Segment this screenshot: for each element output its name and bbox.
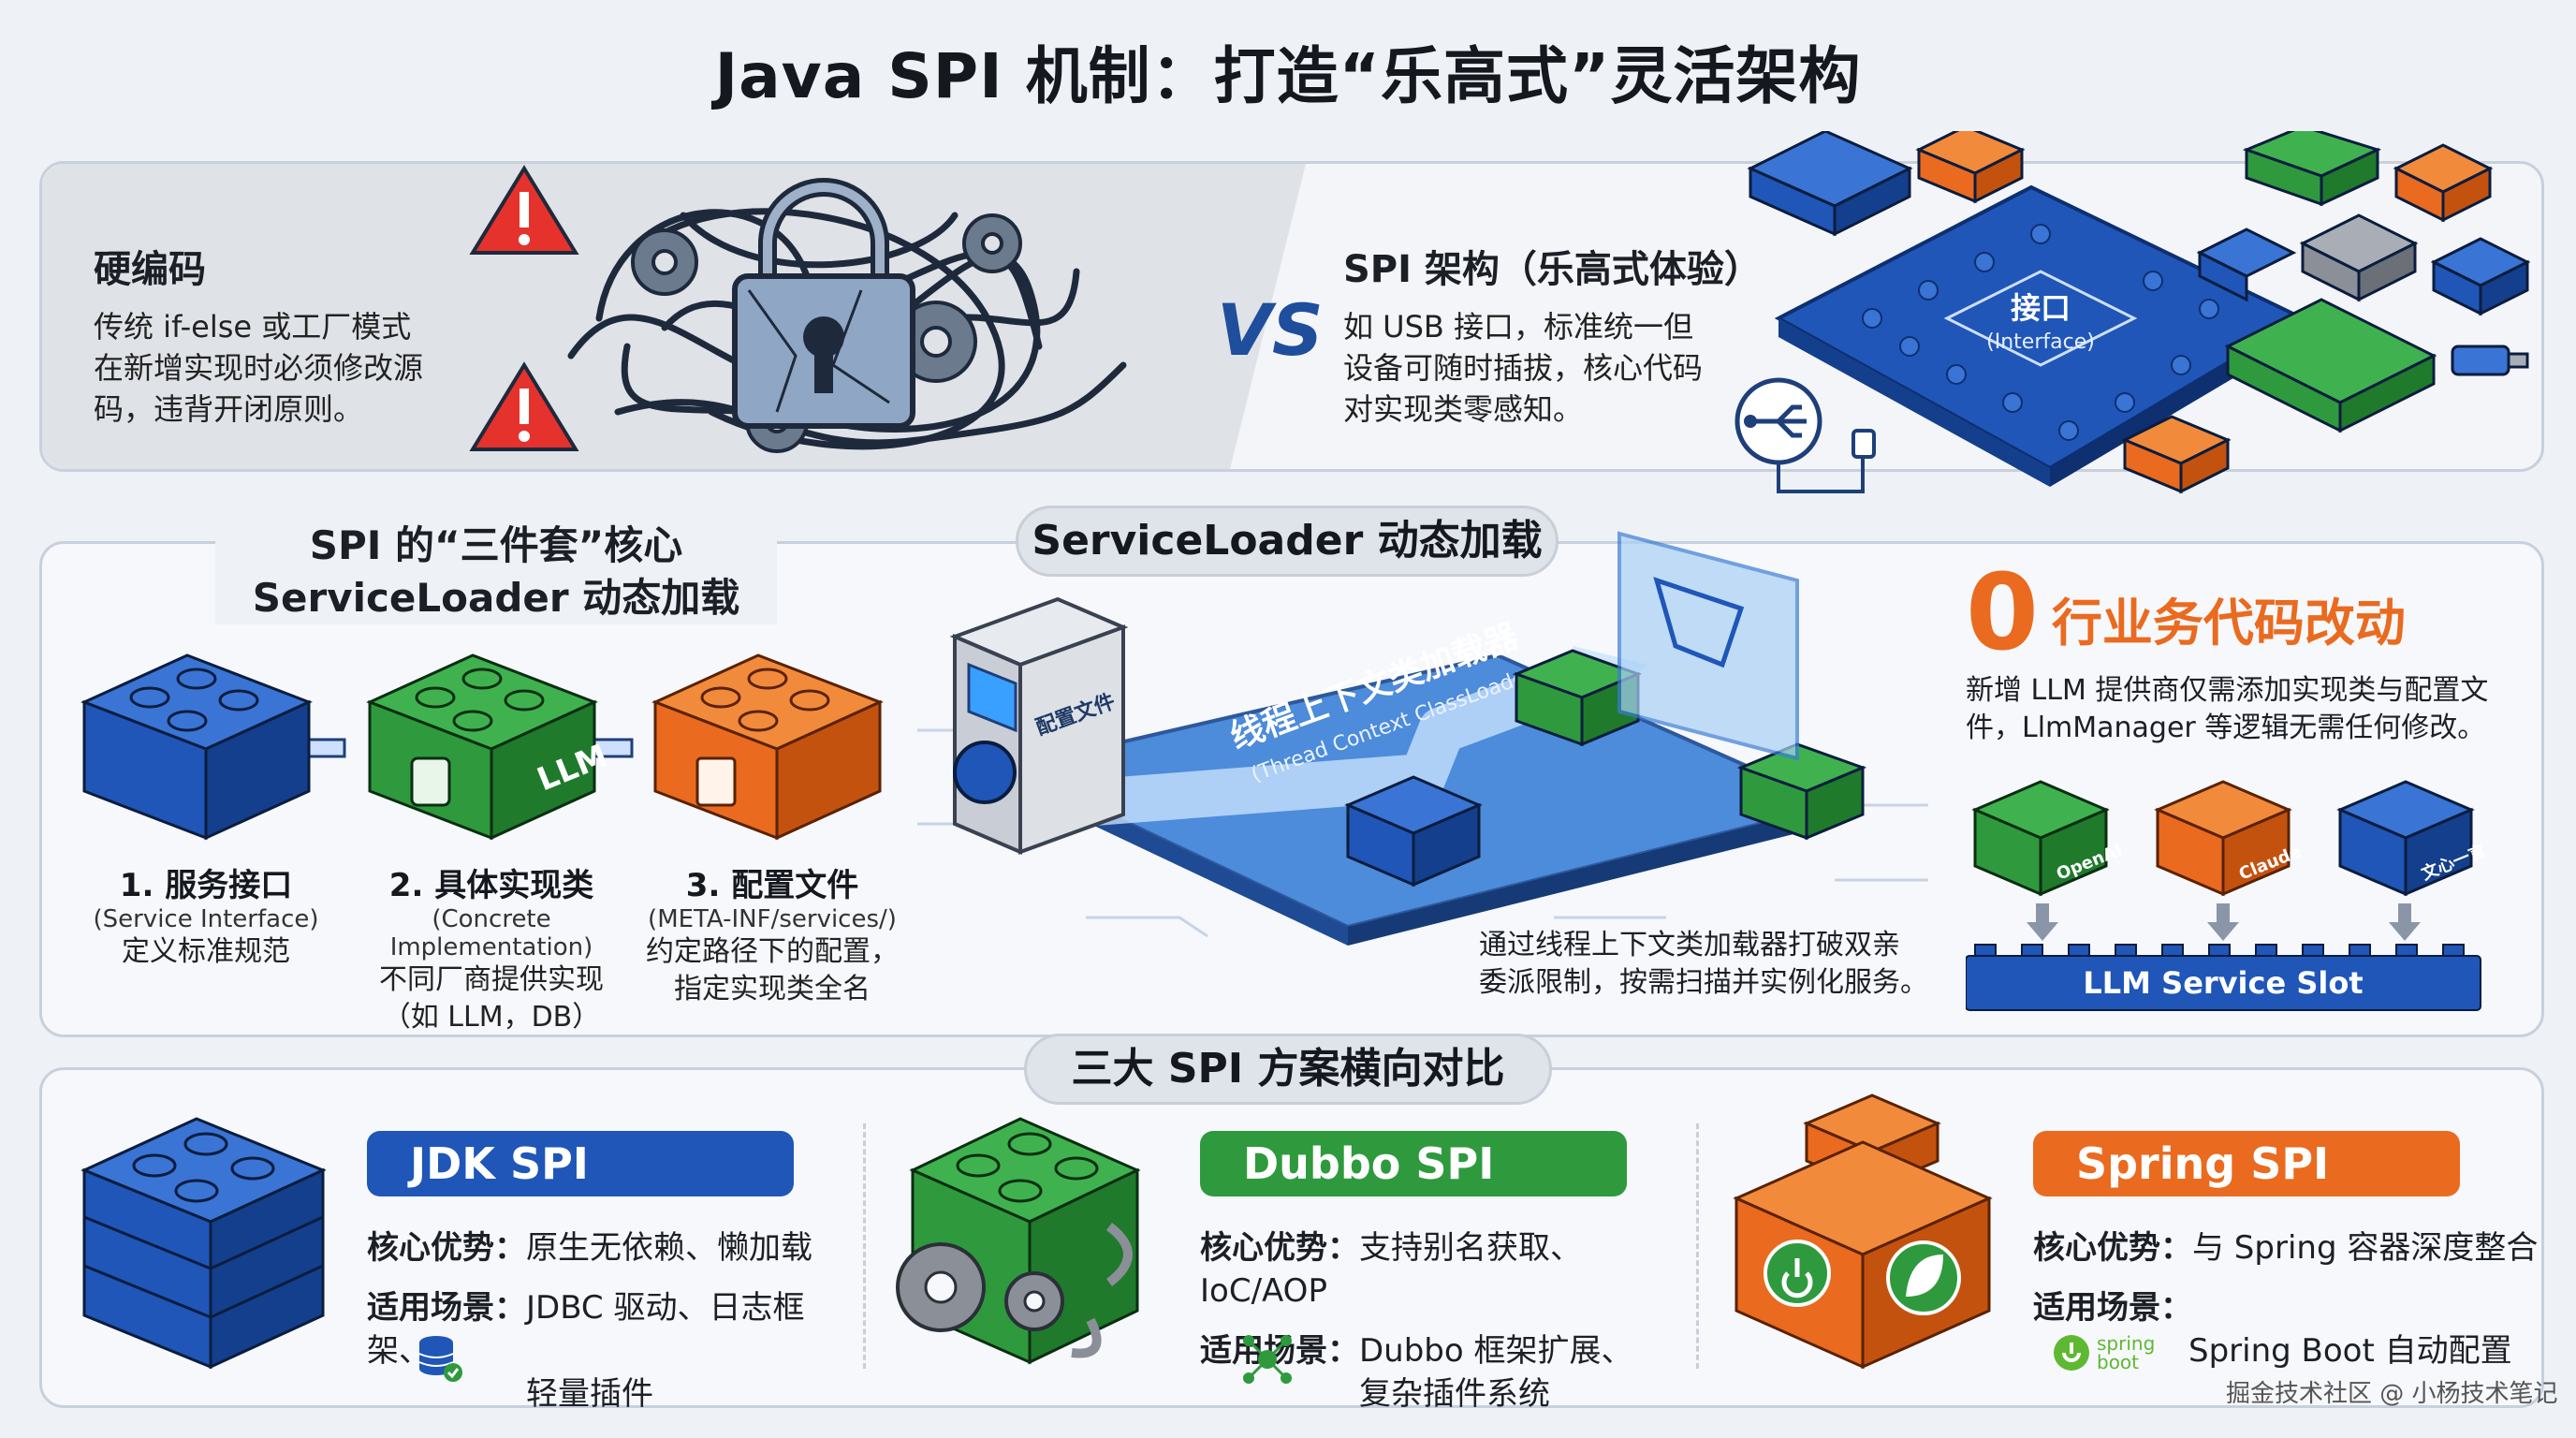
spi-architecture-line: 设备可随时插拔，核心代码 bbox=[1343, 350, 1704, 386]
stage-caption-config: 3. 配置文件 (META-INF/services/) 约定路径下的配置， 指… bbox=[637, 859, 908, 1008]
zero-number: 0 bbox=[1966, 552, 2039, 674]
spi-architecture-heading: SPI 架构（乐高式体验） bbox=[1343, 248, 1762, 291]
vs-label: VS bbox=[1217, 288, 1324, 372]
scene-value: 轻量插件 bbox=[526, 1375, 653, 1413]
spi-core-title-line: SPI 的“三件套”核心 bbox=[309, 522, 683, 568]
card-divider bbox=[863, 1123, 866, 1369]
spi-core-title-line: ServiceLoader 动态加载 bbox=[252, 575, 740, 621]
spi-architecture-line: 如 USB 接口，标准统一但 bbox=[1343, 309, 1694, 345]
dubbo-spi-details: 核心优势：支持别名获取、IoC/AOP 适用场景：Dubbo 框架扩展、 复杂插… bbox=[1200, 1226, 1687, 1416]
classloader-desc-line: 通过线程上下文类加载器打破双亲 bbox=[1479, 929, 1900, 961]
dubbo-gear-block-icon bbox=[896, 1117, 1141, 1365]
dubbo-spi-header: Dubbo SPI bbox=[1200, 1131, 1627, 1196]
scene-value: Dubbo 框架扩展、 bbox=[1359, 1332, 1633, 1370]
hard-coding-heading: 硬编码 bbox=[94, 248, 206, 291]
card-divider bbox=[1696, 1123, 1699, 1369]
stage-description: 约定路径下的配置， bbox=[646, 935, 899, 968]
network-nodes-icon bbox=[1243, 1335, 1292, 1384]
comparison-pill: 三大 SPI 方案横向对比 bbox=[1024, 1034, 1552, 1105]
spi-core-title: SPI 的“三件套”核心 ServiceLoader 动态加载 bbox=[215, 520, 777, 624]
stage-subtitle: (Service Interface) bbox=[93, 905, 319, 933]
scene-label: 适用场景： bbox=[2033, 1289, 2192, 1327]
scene-label: 适用场景： bbox=[367, 1289, 526, 1327]
zero-change-block: 0 行业务代码改动 新增 LLM 提供商仅需添加实现类与配置文 件，LlmMan… bbox=[1966, 552, 2527, 747]
stage-description: （如 LLM，DB） bbox=[382, 1001, 601, 1034]
advantage-label: 核心优势： bbox=[367, 1229, 526, 1267]
stage-subtitle: (Concrete Implementation) bbox=[389, 905, 593, 961]
spi-architecture-section: SPI 架构（乐高式体验） 如 USB 接口，标准统一但 设备可随时插拔，核心代… bbox=[1343, 239, 1793, 430]
three-piece-blocks: LLM bbox=[80, 653, 884, 841]
tangled-padlock-illustration bbox=[469, 165, 1127, 453]
spring-brick-stack-icon bbox=[1733, 1093, 1993, 1370]
stage-subtitle: (META-INF/services/) bbox=[648, 905, 897, 933]
spi-architecture-line: 对实现类零感知。 bbox=[1343, 391, 1584, 427]
hard-coding-line: 在新增实现时必须修改源 bbox=[94, 350, 424, 386]
advantage-label: 核心优势： bbox=[2033, 1229, 2192, 1267]
database-icon bbox=[418, 1336, 462, 1382]
jdk-brick-stack-icon bbox=[80, 1117, 327, 1370]
spring-spi-details: 核心优势：与 Spring 容器深度整合 适用场景： Spring Boot 自… bbox=[2033, 1226, 2539, 1372]
stage-title: 3. 配置文件 bbox=[685, 867, 859, 904]
hard-coding-section: 硬编码 传统 if-else 或工厂模式 在新增实现时必须修改源 码，违背开闭原… bbox=[94, 239, 505, 430]
hard-coding-line: 传统 if-else 或工厂模式 bbox=[94, 309, 412, 345]
advantage-value: 与 Spring 容器深度整合 bbox=[2192, 1229, 2539, 1267]
board-label: 接口 bbox=[2011, 290, 2071, 326]
watermark: 掘金技术社区 @ 小杨技术笔记 bbox=[2226, 1380, 2558, 1408]
bottom-panel bbox=[39, 1067, 2544, 1408]
hard-coding-line: 码，违背开闭原则。 bbox=[94, 391, 364, 427]
zero-desc-line: 新增 LLM 提供商仅需添加实现类与配置文 bbox=[1966, 674, 2489, 707]
llm-provider-slot-illustration: OpenAI Claude 文心一言 LLM Service Slot bbox=[1966, 780, 2489, 1011]
zero-desc-line: 件，LlmManager 等逻辑无需任何修改。 bbox=[1966, 712, 2486, 744]
classloader-description: 通过线程上下文类加载器打破双亲 委派限制，按需扫描并实例化服务。 bbox=[1479, 927, 1966, 1002]
advantage-label: 核心优势： bbox=[1200, 1229, 1359, 1267]
stage-title: 2. 具体实现类 bbox=[388, 867, 594, 904]
zero-text: 行业务代码改动 bbox=[2051, 594, 2406, 653]
scene-value: JDBC 驱动、日志框架、 bbox=[367, 1289, 805, 1370]
spring-boot-logo: spring boot bbox=[2052, 1333, 2155, 1372]
llm-service-slot-label: LLM Service Slot bbox=[2083, 965, 2363, 1001]
classloader-desc-line: 委派限制，按需扫描并实例化服务。 bbox=[1479, 966, 1928, 999]
scene-value: 复杂插件系统 bbox=[1359, 1375, 1550, 1413]
stage-description: 定义标准规范 bbox=[122, 935, 290, 968]
stage-title: 1. 服务接口 bbox=[119, 867, 293, 904]
lego-interface-board: 接口 (Interface) bbox=[1747, 131, 2531, 494]
usb-icon bbox=[1734, 377, 1876, 493]
spring-boot-logo-text: boot bbox=[2097, 1351, 2140, 1373]
page-title: Java SPI 机制：打造“乐高式”灵活架构 bbox=[714, 40, 1862, 112]
stage-description: 指定实现类全名 bbox=[674, 973, 871, 1005]
stage-caption-implementation: 2. 具体实现类 (Concrete Implementation) 不同厂商提… bbox=[332, 859, 651, 1036]
stage-caption-interface: 1. 服务接口 (Service Interface) 定义标准规范 bbox=[56, 859, 356, 971]
board-sub-label: (Interface) bbox=[1986, 330, 2095, 354]
classloader-machine-illustration: 线程上下文类加载器 (Thread Context ClassLoader) 配… bbox=[917, 531, 1928, 946]
scene-value: Spring Boot 自动配置 bbox=[2188, 1332, 2512, 1370]
serviceloader-pill: ServiceLoader 动态加载 bbox=[1016, 506, 1559, 577]
spring-spi-header: Spring SPI bbox=[2033, 1131, 2460, 1196]
scene-label: 适用场景： bbox=[1200, 1332, 1359, 1370]
jdk-spi-details: 核心优势：原生无依赖、懒加载 适用场景：JDBC 驱动、日志框架、 轻量插件 bbox=[367, 1226, 854, 1416]
jdk-spi-header: JDK SPI bbox=[367, 1131, 794, 1196]
power-icon bbox=[2054, 1335, 2089, 1371]
spring-boot-logo-text: spring bbox=[2097, 1332, 2156, 1355]
advantage-value: 支持别名获取、IoC/AOP bbox=[1200, 1229, 1582, 1310]
advantage-value: 原生无依赖、懒加载 bbox=[526, 1229, 812, 1267]
stage-description: 不同厂商提供实现 bbox=[379, 963, 604, 996]
